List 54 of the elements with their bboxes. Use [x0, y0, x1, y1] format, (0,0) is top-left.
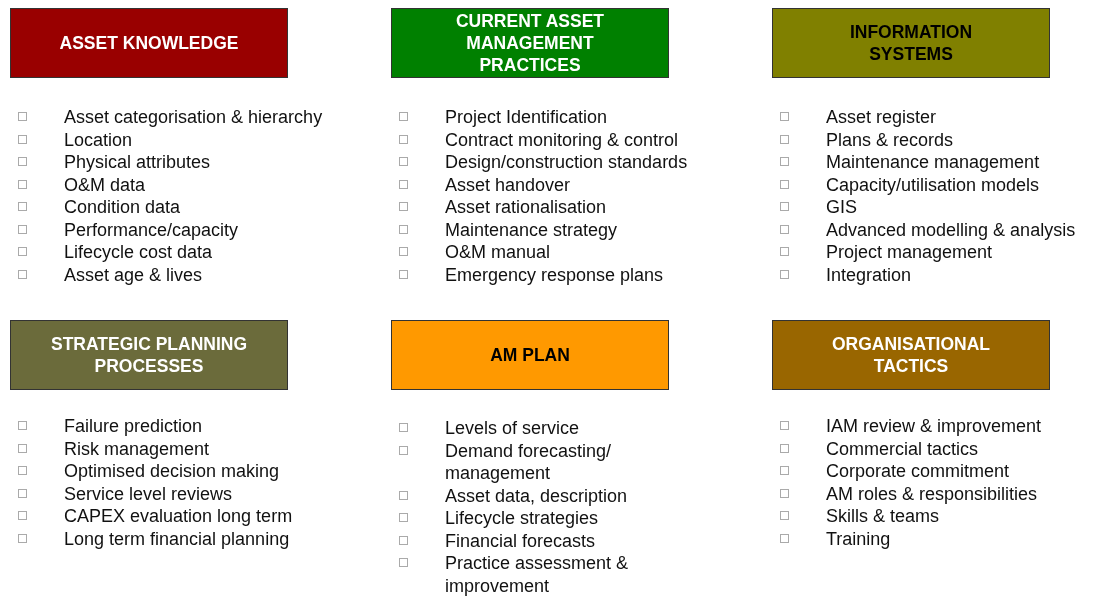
list-item: Lifecycle strategies [445, 507, 599, 530]
header-title: STRATEGIC PLANNING PROCESSES [49, 333, 249, 377]
list-item: Failure prediction [64, 415, 203, 438]
list-item: Maintenance management [826, 151, 1040, 174]
list-item: Asset register [826, 106, 937, 129]
header-title: ASSET KNOWLEDGE [58, 32, 240, 54]
category-header-box [391, 320, 669, 390]
list-item: Asset rationalisation [445, 196, 607, 219]
list-item: Service level reviews [64, 482, 233, 505]
category-header-box [10, 320, 288, 390]
category-header-box [772, 8, 1050, 78]
list-item: O&M manual [445, 241, 551, 264]
list-item: IAM review & improvement [826, 415, 1042, 438]
list-item: Advanced modelling & analysis [826, 218, 1076, 241]
list-item: Integration [826, 263, 912, 286]
list-item: Project Identification [445, 106, 608, 129]
list-item: Asset handover [445, 173, 571, 196]
list-item: Commercial tactics [826, 437, 979, 460]
list-item: Practice assessment & improvement [445, 552, 630, 597]
list-item: Contract monitoring & control [445, 128, 679, 151]
category-header-box [391, 8, 669, 78]
list-item: Capacity/utilisation models [826, 173, 1040, 196]
header-title: ORGANISATIONAL TACTICS [830, 333, 992, 377]
list-item: Performance/capacity [64, 218, 239, 241]
list-item: Emergency response plans [445, 263, 664, 286]
category-header-box [10, 8, 288, 78]
list-item: AM roles & responsibilities [826, 482, 1038, 505]
list-item: Asset data, description [445, 484, 628, 507]
list-item: Physical attributes [64, 151, 211, 174]
list-item: Plans & records [826, 128, 954, 151]
list-item: Skills & teams [826, 505, 940, 528]
list-item: Optimised decision making [64, 460, 280, 483]
list-item: Location [64, 128, 133, 151]
list-item: Asset age & lives [64, 263, 203, 286]
list-item: Demand forecasting/ management [445, 439, 613, 485]
list-item: Condition data [64, 196, 181, 219]
header-title: AM PLAN [489, 344, 571, 366]
header-title: CURRENT ASSET MANAGEMENT PRACTICES [454, 10, 606, 76]
list-item: Risk management [64, 437, 210, 460]
list-item: Corporate commitment [826, 460, 1010, 483]
category-header-box [772, 320, 1050, 390]
list-item: Project management [826, 241, 993, 264]
list-item: Long term financial planning [64, 527, 290, 550]
list-item: GIS [826, 196, 857, 219]
list-item: O&M data [64, 173, 146, 196]
list-item: Levels of service [445, 417, 580, 440]
list-item: Maintenance strategy [445, 218, 618, 241]
list-item: Asset categorisation & hierarchy [64, 106, 323, 129]
list-item: CAPEX evaluation long term [64, 505, 293, 528]
list-item: Design/construction standards [445, 151, 688, 174]
list-item: Financial forecasts [445, 529, 596, 552]
list-item: Training [826, 527, 891, 550]
header-title: INFORMATION SYSTEMS [848, 21, 974, 65]
list-item: Lifecycle cost data [64, 241, 213, 264]
